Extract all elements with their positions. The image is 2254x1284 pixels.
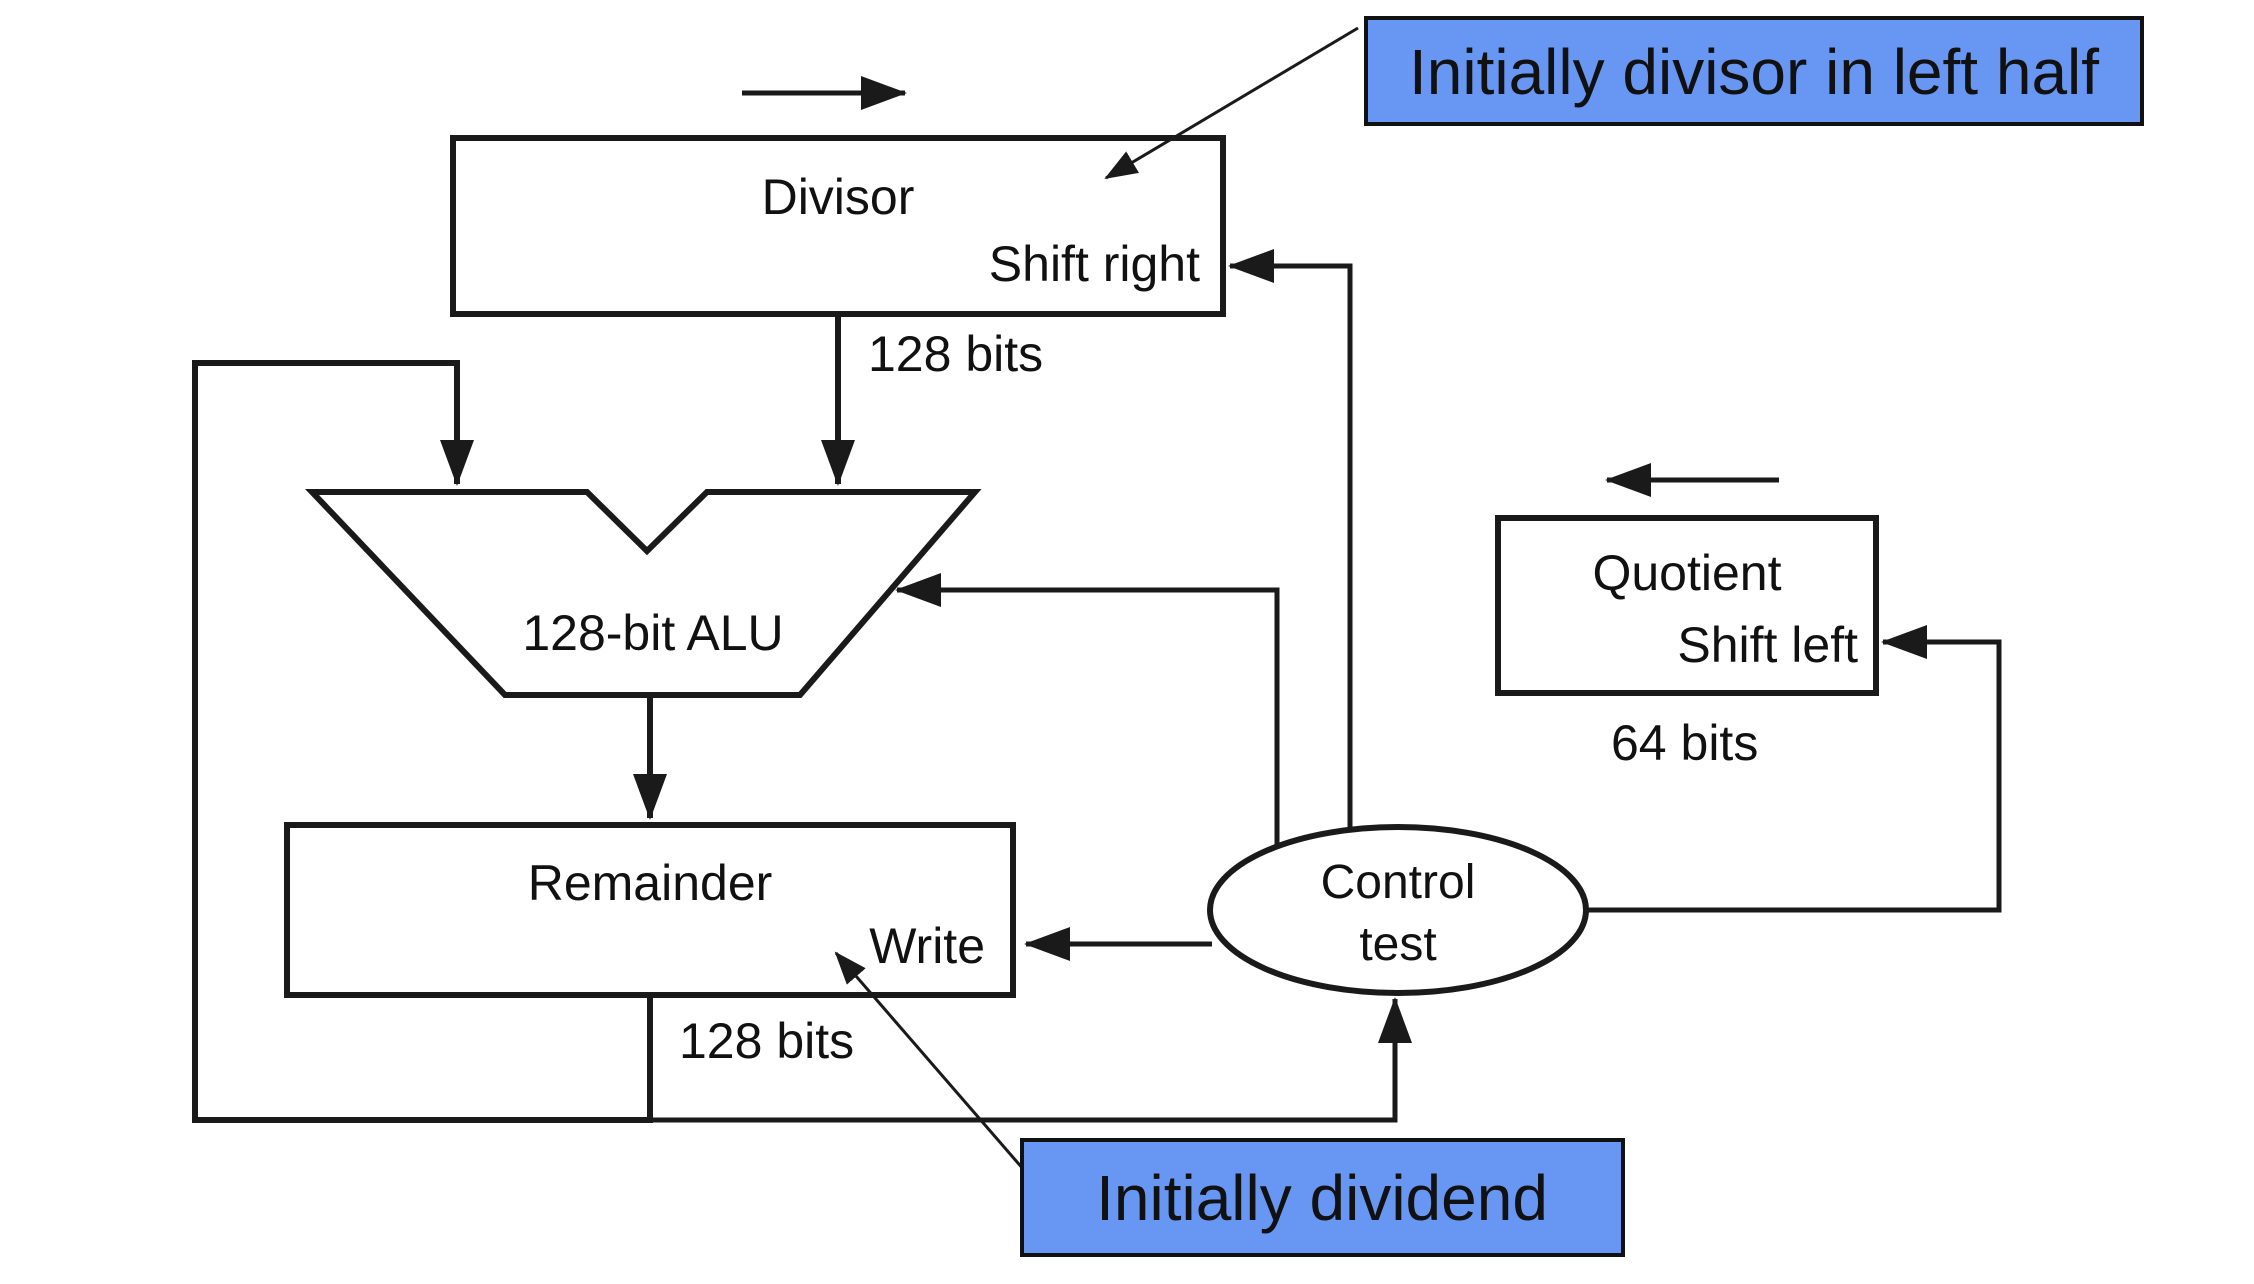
note-initially-dividend-label: Initially dividend [1096, 1162, 1548, 1234]
quotient-shift-left-label: Shift left [1677, 617, 1858, 673]
control-to-alu-arrow [895, 573, 1280, 845]
remainder-label: Remainder [528, 855, 773, 911]
alu-label: 128-bit ALU [522, 605, 783, 661]
note-initially-divisor [1364, 16, 2144, 126]
remainder-to-control-arrow [650, 997, 1412, 1123]
dividend-note-callout-arrow [834, 951, 1026, 1171]
note-initially-divisor-label: Initially divisor in left half [1409, 36, 2099, 108]
control-label-line2: test [1359, 918, 1436, 971]
divisor-note-callout-arrow [1104, 26, 1359, 180]
quotient-register [1495, 515, 1879, 696]
remainder-write-label: Write [869, 918, 985, 974]
control-to-divisor-arrow [1228, 249, 1353, 828]
remainder-width-label: 128 bits [679, 1013, 854, 1069]
divisor-register [450, 135, 1226, 317]
remainder-register [284, 822, 1016, 998]
quotient-label: Quotient [1592, 545, 1781, 601]
quotient-width-label: 64 bits [1611, 715, 1758, 771]
alu-shape [305, 489, 982, 698]
divisor-width-label: 128 bits [868, 326, 1043, 382]
control-to-quotient-arrow [1584, 625, 2002, 913]
divisor-label: Divisor [762, 169, 915, 225]
remainder-to-alu-loop-arrow [192, 360, 653, 1123]
control-label-line1: Control [1321, 856, 1476, 909]
control-test-ellipse [1207, 824, 1589, 996]
note-initially-dividend [1020, 1138, 1625, 1257]
divisor-shift-right-label: Shift right [989, 236, 1200, 292]
